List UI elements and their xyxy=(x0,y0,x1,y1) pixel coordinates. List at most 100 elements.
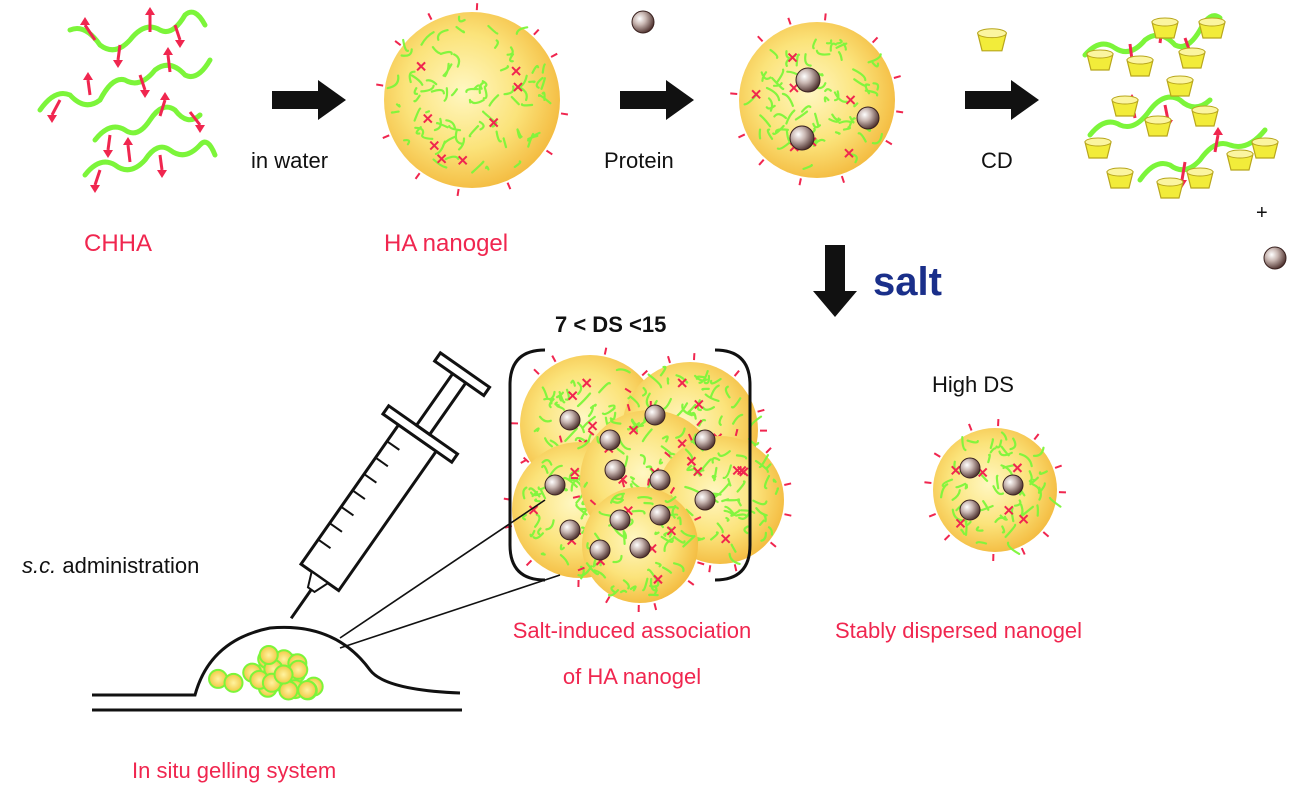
released-protein xyxy=(1263,246,1287,270)
protein-sphere-icon xyxy=(649,469,671,491)
rim-tick xyxy=(414,172,421,180)
cholesterol-side-chain xyxy=(106,134,112,151)
rim-tick xyxy=(605,596,611,604)
rim-tick xyxy=(885,139,893,146)
protein-sphere-icon xyxy=(559,409,581,431)
syringe-needle xyxy=(289,588,313,620)
injection-site xyxy=(92,499,561,712)
protein-loaded-nanogel xyxy=(730,13,904,186)
administration-label: s.c. administration xyxy=(22,555,199,577)
rim-tick xyxy=(382,134,390,140)
bracket-left xyxy=(508,348,546,582)
cholesterol-tip xyxy=(157,170,167,178)
skin-bump-line xyxy=(92,625,461,697)
crosslink-x xyxy=(1018,514,1029,524)
rim-tick xyxy=(734,428,739,437)
rim-tick xyxy=(757,408,765,413)
bracket-right xyxy=(714,348,752,582)
rim-tick xyxy=(560,112,569,116)
rim-tick xyxy=(784,513,792,517)
rim-tick xyxy=(551,355,557,363)
polymer-chain xyxy=(1087,94,1213,138)
crosslink-x xyxy=(587,421,598,431)
cholesterol-tip xyxy=(160,92,170,100)
protein-sphere-icon xyxy=(604,459,626,481)
crosslink-x xyxy=(628,425,639,435)
rim-tick xyxy=(653,602,658,611)
salt-label: salt xyxy=(873,260,942,304)
cd-complex-illustration xyxy=(976,13,1279,199)
crosslink-x xyxy=(528,505,539,515)
cyclodextrin-rim xyxy=(1144,115,1172,125)
cyclodextrin-rim xyxy=(1156,177,1184,187)
rim-tick xyxy=(456,188,460,197)
gel-particle xyxy=(273,664,294,685)
crosslink-x xyxy=(423,113,433,124)
cholesterol-side-chain xyxy=(158,154,164,171)
arrow-salt xyxy=(813,245,857,317)
cholesterol-side-chain xyxy=(126,144,132,163)
crosslink-x xyxy=(720,534,731,544)
cholesterol-tip xyxy=(83,72,93,80)
arrow-right-icon xyxy=(272,80,346,120)
crosslink-x xyxy=(429,140,439,151)
arrow-protein xyxy=(620,80,694,120)
rim-tick xyxy=(641,369,648,377)
protein-sphere-icon xyxy=(694,489,716,511)
cyclodextrin-rim xyxy=(1086,49,1114,59)
crosslink-x xyxy=(567,390,578,401)
association-label-line2: of HA nanogel xyxy=(562,664,702,689)
rim-tick xyxy=(626,403,631,412)
protein-sphere-icon xyxy=(959,499,981,521)
rim-tick xyxy=(667,355,671,364)
ha-nanogel-label: HA nanogel xyxy=(384,230,509,257)
rim-tick xyxy=(394,40,402,46)
syringe-tick xyxy=(317,538,332,549)
syringe-plunger-head xyxy=(432,350,492,398)
cyclodextrin-rim xyxy=(977,28,1007,39)
protein-sphere-icon xyxy=(959,457,981,479)
protein-sphere-icon xyxy=(694,429,716,451)
cyclodextrin-rim xyxy=(1186,167,1214,177)
administration-text: administration xyxy=(56,553,200,578)
cholesterol-tip xyxy=(140,90,150,98)
cyclodextrin-rim xyxy=(1151,17,1179,27)
protein-sphere-icon xyxy=(649,504,671,526)
administration-italic-text: s.c. xyxy=(22,553,57,578)
rim-tick xyxy=(765,447,772,454)
rim-tick xyxy=(798,178,802,186)
syringe-plunger xyxy=(414,369,470,437)
cyclodextrin-rim xyxy=(1178,47,1206,57)
cholesterol-tip xyxy=(1213,127,1223,135)
polymer-chain xyxy=(37,57,213,113)
cholesterol-side-chain xyxy=(86,79,92,96)
gel-particle xyxy=(223,672,244,693)
rim-tick xyxy=(840,175,845,184)
syringe-tick xyxy=(363,473,377,484)
protein-sphere-icon xyxy=(589,539,611,561)
ha-nanogel-illustration xyxy=(376,3,569,197)
crosslink-x xyxy=(666,526,677,536)
rim-tick xyxy=(757,35,764,43)
protein-sphere-icon xyxy=(609,509,631,531)
arrow-cd xyxy=(965,80,1039,120)
rim-tick xyxy=(787,17,792,25)
polymer-chain xyxy=(1137,127,1268,183)
step-label-in-water: in water xyxy=(251,148,329,173)
cholesterol-side-chain xyxy=(50,99,62,116)
cholesterol-side-chain xyxy=(166,54,172,73)
syringe-hub xyxy=(306,569,330,594)
syringe-icon xyxy=(289,350,492,620)
cyclodextrin-rim xyxy=(1226,149,1254,159)
cholesterol-tip xyxy=(90,185,100,193)
crosslink-x xyxy=(732,465,743,476)
association-label-line1: Salt-induced association xyxy=(512,618,752,643)
cholesterol-tip xyxy=(113,60,123,68)
rim-tick xyxy=(1042,531,1050,538)
rim-tick xyxy=(589,499,597,506)
step-label-cd: CD xyxy=(981,148,1013,173)
rim-tick xyxy=(664,451,671,458)
protein-sphere-icon xyxy=(1263,246,1287,270)
rim-tick xyxy=(784,482,792,486)
